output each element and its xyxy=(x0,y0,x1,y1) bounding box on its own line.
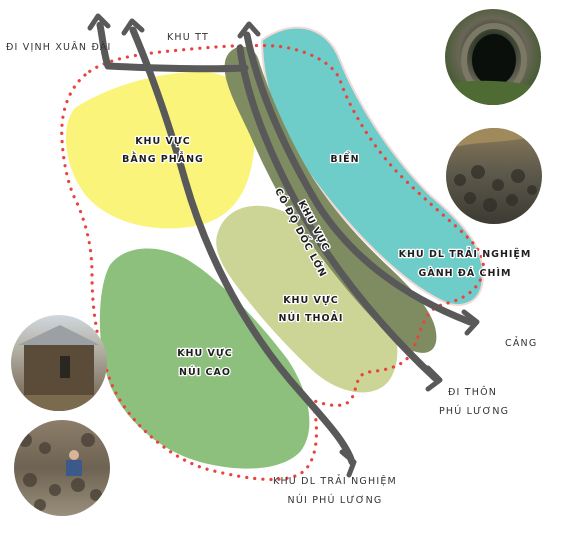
road-east-inner xyxy=(236,44,439,382)
cang-label: CẢNG xyxy=(505,337,537,349)
phu-luong-label-1: ĐI THÔN xyxy=(448,386,497,398)
study-boundary xyxy=(60,43,485,482)
arrow-to-phu-luong xyxy=(425,365,443,392)
gentle-zone-label-2: NÚI THOẢI xyxy=(279,312,344,324)
high-mountain-zone xyxy=(99,248,310,469)
arrow-to-khu-tt-2 xyxy=(237,21,261,39)
arrow-to-cang xyxy=(461,309,480,336)
road-west xyxy=(129,26,356,466)
high-zone-label-2: NÚI CAO xyxy=(179,366,231,378)
nui-phu-luong-label-1: KHU DL TRẢI NGHIỆM xyxy=(273,475,397,487)
phu-luong-label-2: PHÚ LƯƠNG xyxy=(439,405,509,417)
photo-stone-well xyxy=(445,9,541,105)
photo-stone-house xyxy=(11,315,107,411)
ganh-da-cham-label-1: KHU DL TRẢI NGHIỆM xyxy=(399,248,532,260)
sea-label: BIỂN xyxy=(330,152,359,165)
khu-tt-label: KHU TT xyxy=(167,32,209,43)
photo-stone-terraces xyxy=(14,420,110,516)
nui-phu-luong-label-2: NÚI PHÚ LƯƠNG xyxy=(288,494,383,506)
arrow-to-khu-tt-1 xyxy=(121,18,145,36)
flat-zone-label-1: KHU VỰC xyxy=(135,136,191,147)
photo-stone-wall xyxy=(446,128,542,224)
road-main-horizontal xyxy=(96,21,249,73)
flat-zone xyxy=(65,71,256,229)
ganh-da-cham-label-2: GÀNH ĐÁ CHÌM xyxy=(419,267,512,279)
gentle-zone-label-1: KHU VỰC xyxy=(283,295,339,306)
high-zone-label-1: KHU VỰC xyxy=(177,348,233,359)
gentle-slope-zone xyxy=(216,205,398,393)
arrow-to-vinh-xuan-dai xyxy=(87,13,111,31)
flat-zone-label-2: BẰNG PHẲNG xyxy=(122,152,204,165)
vinh-xuan-dai-label: ĐI VỊNH XUÂN ĐÀI xyxy=(6,41,112,53)
road-east-outer xyxy=(243,31,474,326)
arrow-to-nui-phu-luong xyxy=(339,449,357,478)
